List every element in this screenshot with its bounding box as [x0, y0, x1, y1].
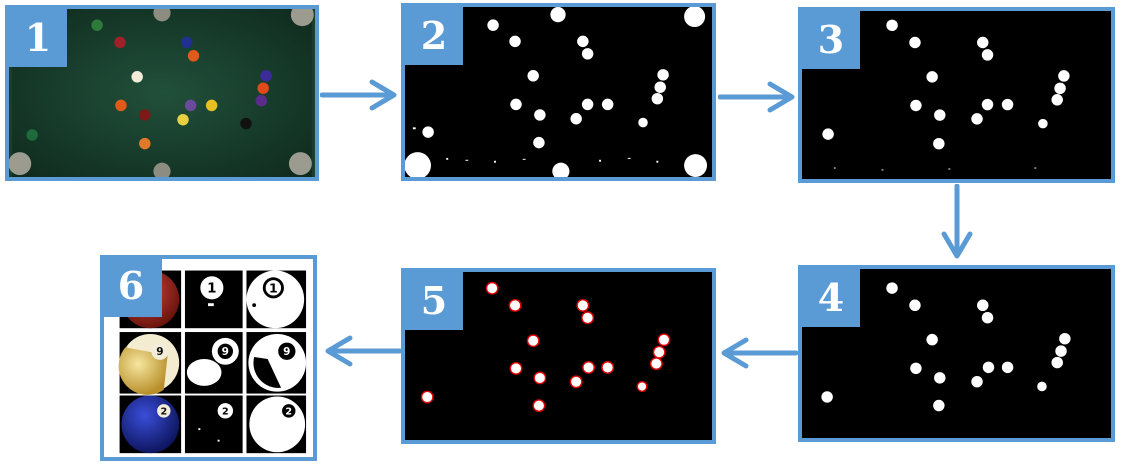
- detected-circles-image: [420, 281, 671, 413]
- step-4-badge: 4: [802, 269, 860, 327]
- svg-text:9: 9: [283, 346, 290, 358]
- step-2-badge: 2: [405, 7, 463, 65]
- step-6-panel-ball-crops: 6 1 1 1: [100, 255, 317, 461]
- svg-text:9: 9: [222, 346, 229, 358]
- pocket-top-middle: [153, 9, 171, 22]
- step-1-panel-original-photo: 1: [5, 5, 319, 181]
- step-1-badge: 1: [9, 9, 67, 67]
- crop-row-3: 2 2 2: [119, 395, 307, 454]
- threshold-mask-image: [405, 7, 708, 177]
- svg-text:9: 9: [156, 346, 163, 358]
- arrow-down-icon: [941, 184, 973, 259]
- pocket-bottom-right: [288, 152, 312, 176]
- filled-blobs-image: [821, 282, 1071, 412]
- step-2-panel-threshold-mask: 2: [401, 3, 716, 181]
- arrow-right-icon: [718, 81, 795, 113]
- pocket-bottom-left: [9, 152, 32, 176]
- arrow-left-icon: [325, 335, 402, 367]
- svg-text:1: 1: [207, 282, 216, 297]
- cleaned-mask-image: [822, 19, 1070, 171]
- arrow-right-icon: [320, 79, 397, 111]
- pocket-bottom-middle: [153, 162, 171, 177]
- step-3-panel-cleaned-mask: 3: [798, 7, 1115, 183]
- step-5-panel-detected-circles: 5: [401, 268, 716, 444]
- svg-text:2: 2: [160, 407, 167, 418]
- crop-row-2: 9 9 9: [118, 332, 307, 395]
- arrow-left-icon: [721, 337, 798, 369]
- svg-text:2: 2: [222, 407, 229, 418]
- billiard-balls: [26, 19, 272, 150]
- step-6-badge: 6: [104, 259, 162, 317]
- pocket-top-right: [290, 9, 314, 27]
- step-4-panel-filled-blobs: 4: [798, 265, 1115, 442]
- step-5-badge: 5: [405, 272, 463, 330]
- svg-text:2: 2: [285, 407, 292, 418]
- svg-text:1: 1: [269, 281, 278, 296]
- ball-crops-grid: 1 1 1 9 9: [118, 270, 307, 454]
- step-3-badge: 3: [802, 11, 860, 69]
